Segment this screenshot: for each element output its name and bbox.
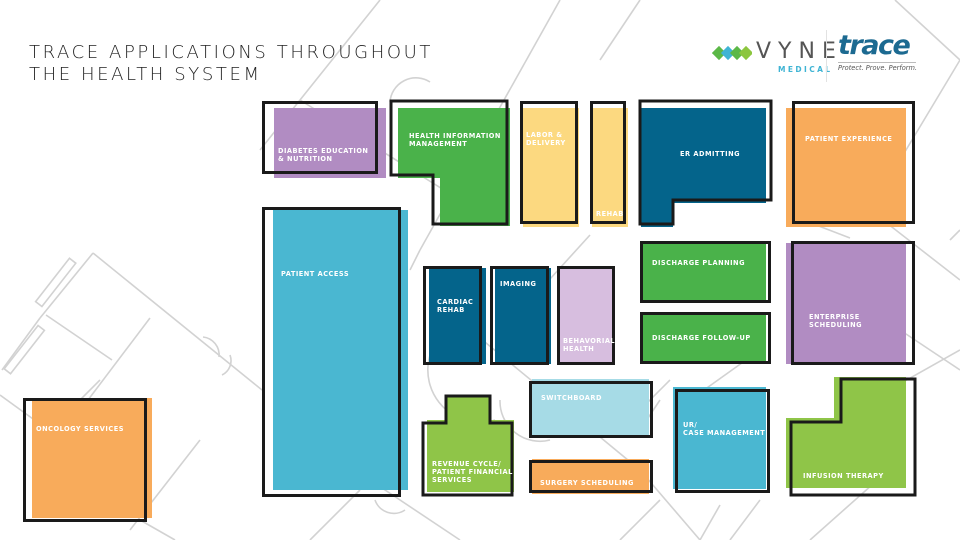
room-oncology-fill — [32, 398, 152, 518]
logo-divider — [826, 30, 827, 82]
trace-wordmark: trace — [838, 30, 911, 61]
room-enterprise-fill — [786, 243, 906, 364]
vyne-medical-logo: VYNE MEDICAL — [712, 40, 836, 80]
title-line-1: TRACE APPLICATIONS THROUGHOUT — [29, 42, 433, 63]
room-behavioral-outline — [557, 266, 615, 365]
room-patient-access-outline — [262, 207, 401, 497]
room-behavioral-fill — [558, 268, 613, 364]
room-oncology-outline — [23, 398, 147, 522]
room-discharge-followup-fill — [640, 314, 766, 364]
room-patient-experience-fill — [786, 108, 906, 227]
room-oncology-label[interactable]: ONCOLOGY SERVICES — [36, 425, 124, 433]
room-surgery-outline — [529, 460, 653, 493]
room-surgery-fill — [532, 459, 649, 494]
trace-tagline: Protect. Prove. Perform. — [838, 64, 917, 72]
room-switchboard-label[interactable]: SWITCHBOARD — [541, 394, 602, 402]
room-labor-fill — [523, 108, 579, 227]
room-diabetes-fill — [274, 108, 386, 178]
room-imaging-fill — [495, 268, 551, 364]
room-ur-fill — [673, 387, 766, 489]
room-discharge-planning-outline — [640, 241, 771, 303]
room-discharge-followup-outline — [640, 312, 771, 364]
room-ur-label[interactable]: UR/CASE MANAGEMENT — [683, 421, 766, 437]
room-imaging-outline — [490, 266, 549, 365]
room-discharge-planning-label[interactable]: DISCHARGE PLANNING — [652, 259, 745, 267]
room-patient-access-label[interactable]: PATIENT ACCESS — [281, 270, 350, 278]
room-enterprise-outline — [791, 241, 915, 365]
room-cardiac-fill — [429, 268, 486, 364]
trace-rule — [838, 62, 916, 63]
room-diabetes-label[interactable]: DIABETES EDUCATION& NUTRITION — [278, 147, 369, 163]
room-cardiac-outline — [423, 266, 482, 365]
room-ur-outline — [675, 389, 770, 493]
room-patient-experience-label[interactable]: PATIENT EXPERIENCE — [805, 135, 893, 143]
room-discharge-followup-label[interactable]: DISCHARGE FOLLOW-UP — [652, 334, 751, 342]
vyne-subtitle: MEDICAL — [778, 65, 833, 74]
room-switchboard-fill — [532, 379, 649, 438]
page-title: TRACE APPLICATIONS THROUGHOUT THE HEALTH… — [29, 42, 433, 86]
room-patient-experience-outline — [792, 101, 915, 224]
title-line-2: THE HEALTH SYSTEM — [29, 64, 262, 85]
room-labor-label[interactable]: LABOR &DELIVERY — [526, 131, 566, 147]
room-rehab-fill — [592, 108, 628, 227]
room-surgery-label[interactable]: SURGERY SCHEDULING — [540, 479, 634, 487]
vyne-wordmark: VYNE — [756, 39, 843, 64]
room-labor-outline — [520, 101, 578, 224]
room-discharge-planning-fill — [640, 243, 766, 301]
trace-logo: trace Protect. Prove. Perform. — [836, 30, 926, 80]
room-rehab-outline — [590, 101, 626, 224]
room-imaging-label[interactable]: IMAGING — [500, 280, 537, 288]
vyne-x-icon — [712, 45, 752, 61]
room-switchboard-outline — [529, 381, 653, 438]
room-diabetes-outline — [262, 101, 378, 174]
room-er-label[interactable]: ER ADMITTING — [680, 150, 740, 158]
room-rehab-label[interactable]: REHAB — [596, 210, 624, 218]
room-infusion-label[interactable]: INFUSION THERAPY — [803, 472, 884, 480]
room-patient-access-fill — [273, 210, 408, 490]
